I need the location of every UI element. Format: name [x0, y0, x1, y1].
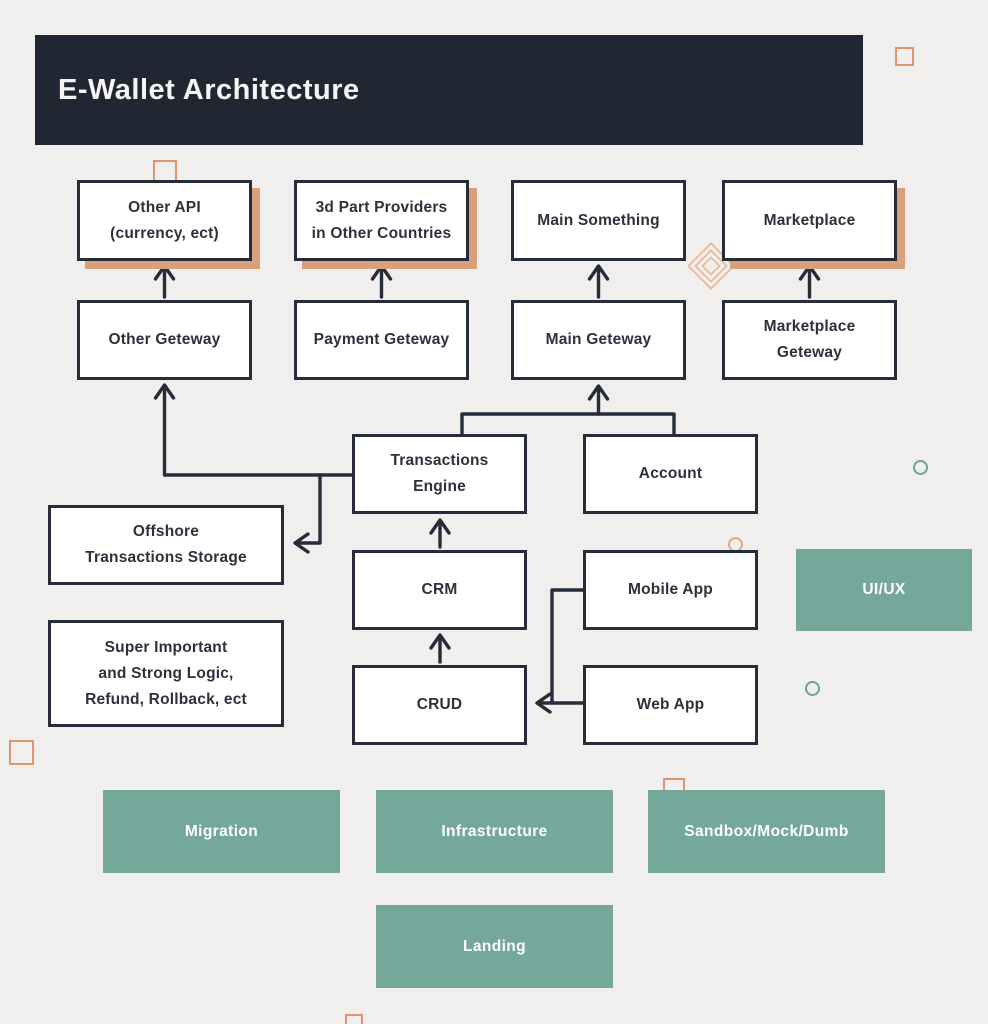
node-web-app: Web App — [583, 665, 758, 745]
node-label: Infrastructure — [441, 822, 548, 840]
node-label: Transactions — [390, 452, 489, 469]
node-label: CRM — [421, 581, 458, 598]
node-label: Engine — [413, 478, 466, 495]
node-landing: Landing — [376, 905, 613, 988]
arrow-main-geteway-to-main-something — [587, 264, 610, 299]
arrow-crud-to-crm — [429, 633, 451, 664]
node-label: UI/UX — [862, 581, 906, 598]
node-label: in Other Countries — [311, 224, 452, 242]
decor-square-icon — [895, 47, 914, 66]
node-label: Other API — [128, 198, 201, 216]
decor-square-icon — [9, 740, 34, 765]
decor-circle-icon — [805, 681, 820, 696]
node-label: Marketplace — [763, 211, 856, 229]
arrow-other-geteway-to-other-api — [153, 264, 176, 299]
page-title: E-Wallet Architecture — [58, 73, 360, 106]
node-label: Refund, Rollback, ect — [85, 690, 247, 708]
node-label: Account — [638, 465, 703, 482]
node-marketplace-geteway: Marketplace Geteway — [722, 300, 897, 380]
arrow-crm-to-transactions-engine — [429, 518, 451, 549]
node-marketplace: Marketplace — [722, 180, 897, 261]
bracket-engine-account-to-main-geteway — [460, 384, 676, 435]
node-mobile-app: Mobile App — [583, 550, 758, 630]
node-account: Account — [583, 434, 758, 514]
node-label: Migration — [184, 822, 259, 840]
node-3d-part-providers: 3d Part Providers in Other Countries — [294, 180, 469, 261]
node-label: Other Geteway — [108, 331, 221, 348]
node-offshore-transactions-storage: Offshore Transactions Storage — [48, 505, 284, 585]
node-label: CRUD — [416, 696, 463, 713]
node-label: Offshore — [132, 523, 200, 540]
node-label: Geteway — [776, 344, 843, 361]
node-crud: CRUD — [352, 665, 527, 745]
node-migration: Migration — [103, 790, 340, 873]
node-main-something: Main Something — [511, 180, 686, 261]
arrow-marketplace-geteway-to-marketplace — [798, 264, 821, 299]
arrow-payment-geteway-to-3d-part — [370, 264, 393, 299]
node-ui-ux: UI/UX — [796, 549, 972, 631]
node-label: (currency, ect) — [110, 224, 219, 242]
node-transactions-engine: Transactions Engine — [352, 434, 527, 514]
node-label: Payment Geteway — [313, 331, 450, 348]
node-label: Main Geteway — [545, 331, 652, 348]
node-crm: CRM — [352, 550, 527, 630]
node-label: and Strong Logic, — [98, 664, 234, 682]
header-banner: E-Wallet Architecture — [35, 35, 863, 145]
node-other-geteway: Other Geteway — [77, 300, 252, 380]
node-infrastructure: Infrastructure — [376, 790, 613, 873]
node-label: Main Something — [537, 211, 660, 229]
node-label: Super Important — [104, 638, 228, 656]
node-other-api: Other API (currency, ect) — [77, 180, 252, 261]
decor-square-icon — [345, 1014, 363, 1024]
connector-engine-to-other-geteway-and-offshore — [153, 383, 354, 554]
node-payment-geteway: Payment Geteway — [294, 300, 469, 380]
decor-circle-icon — [913, 460, 928, 475]
node-label: Web App — [636, 696, 705, 713]
node-label: Marketplace — [763, 318, 856, 335]
node-label: 3d Part Providers — [315, 198, 448, 216]
node-super-important-logic: Super Important and Strong Logic, Refund… — [48, 620, 284, 727]
node-main-geteway: Main Geteway — [511, 300, 686, 380]
node-label: Landing — [462, 937, 527, 955]
node-label: Transactions Storage — [85, 549, 247, 566]
connector-apps-to-crud — [535, 588, 585, 714]
node-sandbox-mock-dumb: Sandbox/Mock/Dumb — [648, 790, 885, 873]
node-label: Sandbox/Mock/Dumb — [684, 822, 849, 840]
node-label: Mobile App — [628, 581, 713, 598]
